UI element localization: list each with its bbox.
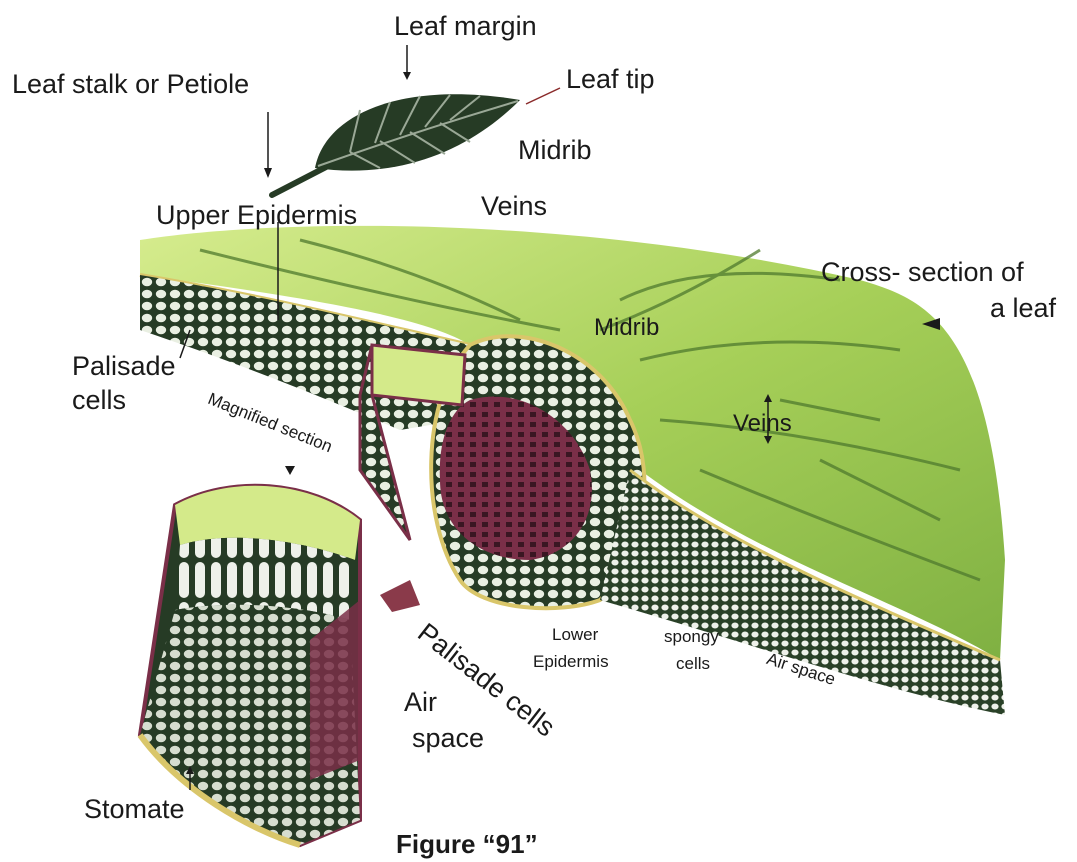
label-midrib-section: Midrib [594, 315, 659, 341]
label-spongy-2: cells [676, 655, 710, 674]
label-leaf-margin: Leaf margin [394, 12, 537, 42]
label-veins-top: Veins [481, 192, 547, 222]
label-cross-section-1: Cross- section of [821, 258, 1024, 288]
figure-caption: Figure “91” [396, 830, 538, 859]
label-petiole: Leaf stalk or Petiole [12, 70, 249, 100]
label-upper-epidermis: Upper Epidermis [156, 201, 357, 231]
magnified-section [140, 466, 420, 845]
label-spongy-1: spongy [664, 628, 719, 647]
label-cross-section-2: a leaf [990, 294, 1056, 324]
label-veins-section: Veins [733, 411, 792, 437]
label-stomate: Stomate [84, 795, 185, 825]
whole-leaf [264, 45, 560, 195]
label-lower-epidermis-1: Lower [552, 626, 598, 645]
label-palisade-1: Palisade [72, 352, 176, 382]
label-palisade-2: cells [72, 386, 126, 416]
label-air: Air [404, 688, 437, 718]
label-lower-epidermis-2: Epidermis [533, 653, 609, 672]
label-space: space [412, 724, 484, 754]
label-leaf-tip: Leaf tip [566, 65, 655, 95]
label-midrib-top: Midrib [518, 136, 592, 166]
